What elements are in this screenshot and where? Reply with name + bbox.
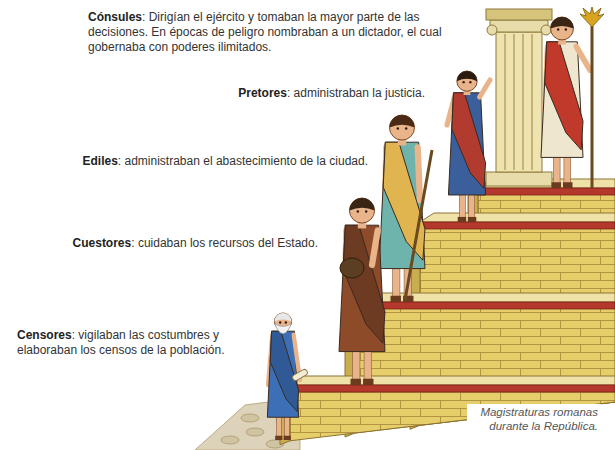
sandal (458, 217, 466, 222)
magistrate-duty: : Dirigían el ejército y tomaban la mayo… (88, 10, 442, 54)
eye (565, 28, 567, 30)
eye (405, 127, 407, 129)
sandal (275, 436, 282, 440)
step-trim (290, 385, 615, 392)
sandal (391, 296, 401, 302)
leg (277, 414, 282, 437)
step-trim (420, 222, 615, 229)
robe (541, 42, 583, 158)
pretor-figure (447, 71, 490, 222)
step-riser (290, 385, 615, 441)
robe (379, 142, 425, 268)
sandal (363, 379, 373, 385)
magistrate-label: Ediles: administraban el abastecimiento … (38, 154, 368, 169)
eye (365, 210, 367, 212)
arm (372, 230, 378, 265)
staff (405, 150, 432, 300)
column-flute (513, 34, 515, 170)
step-trim (478, 188, 615, 195)
staff (591, 26, 594, 188)
magistrate-name: Cuestores (73, 236, 132, 250)
cuestor-figure (339, 198, 385, 385)
step-top (420, 213, 615, 222)
cobble (221, 436, 239, 444)
leg (353, 347, 360, 380)
eagle-emblem (580, 7, 604, 27)
hair (551, 17, 574, 28)
head (457, 71, 477, 91)
head (349, 198, 374, 223)
magistrate-name: Ediles (82, 154, 117, 168)
money-bag (340, 258, 364, 278)
consul-figure (541, 7, 604, 188)
magistrate-label: Cuestores: cuidaban los recursos del Est… (38, 236, 318, 251)
column-abacus (486, 9, 552, 20)
sandal (551, 182, 561, 188)
hair (274, 313, 291, 322)
eye (557, 28, 559, 30)
column-flute (504, 34, 506, 170)
sandal (468, 217, 476, 222)
column-base (486, 172, 552, 186)
scroll (292, 368, 309, 381)
magistrate-name: Pretores (238, 86, 287, 100)
arm (576, 47, 590, 70)
hair (457, 71, 477, 81)
robe (339, 225, 385, 351)
cobble (241, 414, 259, 422)
sandal (284, 436, 291, 440)
magistrate-label: Pretores: administraban la justicia. (185, 86, 425, 101)
column-shaft (496, 32, 542, 172)
figure-caption: Magistraturas romanas durante la Repúbli… (467, 404, 601, 434)
magistrate-label: Cónsules: Dirigían el ejército y tomaban… (88, 10, 474, 55)
beard (274, 324, 291, 334)
leg (459, 192, 465, 219)
column-volute (487, 25, 497, 35)
leg (393, 264, 400, 297)
column-flute (531, 34, 533, 170)
step-trim (355, 302, 615, 309)
leg (564, 154, 571, 185)
hair (389, 115, 414, 128)
leg (284, 414, 289, 437)
robe (448, 93, 485, 195)
arm (418, 147, 420, 200)
eye (357, 210, 359, 212)
sandal (563, 182, 573, 188)
column-flute (522, 34, 524, 170)
eye (462, 81, 464, 83)
edil-figure (379, 115, 432, 302)
magistrate-duty: : administraban la justicia. (287, 86, 425, 100)
step-top (290, 376, 615, 385)
sandal (351, 379, 361, 385)
cloak (343, 225, 385, 343)
column-volute (541, 25, 551, 35)
magistrate-name: Censores (17, 328, 72, 342)
head (551, 17, 574, 40)
leg (364, 347, 371, 380)
cloak (383, 142, 425, 260)
leg (553, 154, 560, 185)
hair (349, 198, 374, 211)
cloak (545, 42, 583, 150)
eye (397, 127, 399, 129)
cobble (246, 428, 264, 436)
arm (480, 80, 490, 97)
cloak (452, 93, 486, 188)
magistrate-duty: : administraban el abastecimiento de la … (118, 154, 368, 168)
leg (469, 192, 475, 219)
magistrate-duty: : cuidaban los recursos del Estado. (131, 236, 318, 250)
eye (469, 81, 471, 83)
column-capital (490, 20, 548, 32)
head (389, 115, 414, 140)
magistrate-name: Cónsules (88, 10, 142, 24)
eye (285, 321, 287, 323)
magistrate-label: Censores: vigilaban las costumbres y ela… (17, 328, 243, 358)
eye (279, 321, 281, 323)
censor-figure (267, 313, 308, 440)
staircase-scene (195, 7, 615, 450)
